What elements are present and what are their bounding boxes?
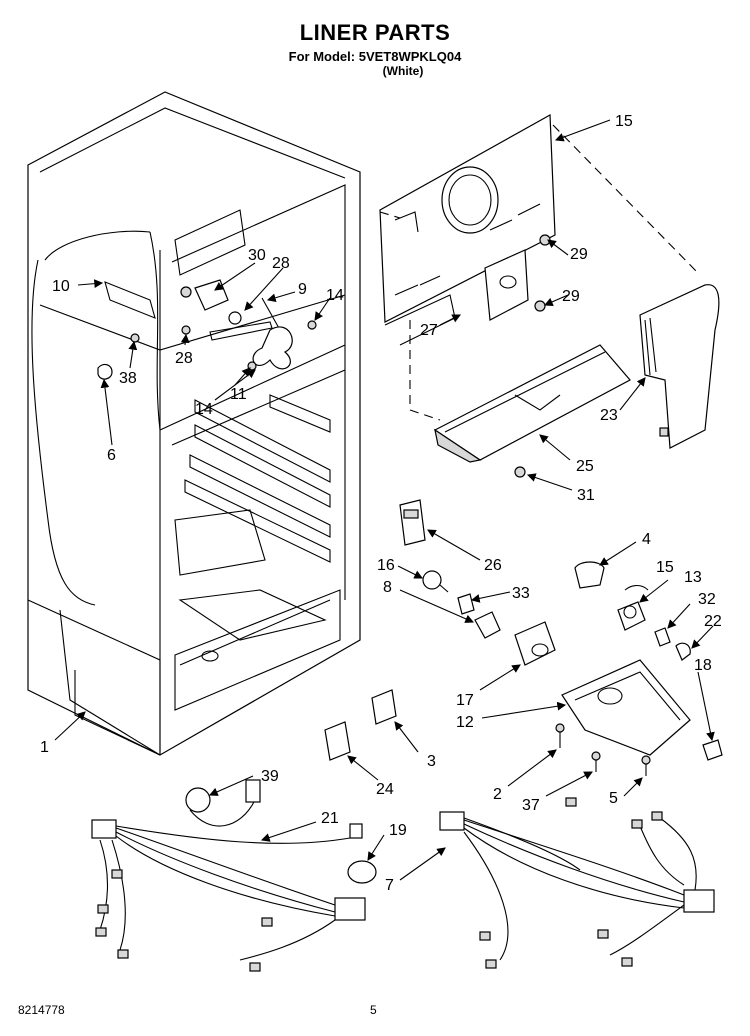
callout-9: 9 (298, 281, 307, 298)
callout-39: 39 (261, 768, 279, 785)
wire-harness-right (439, 797, 715, 969)
wire-harness-left (91, 779, 377, 972)
callout-16: 15 (615, 113, 633, 130)
page-number: 5 (370, 1003, 377, 1017)
callout-38: 38 (119, 370, 137, 387)
callout-32: 32 (698, 591, 716, 608)
callout-5: 5 (609, 790, 618, 807)
callout-23: 23 (600, 407, 618, 424)
leader-lines (54, 119, 715, 881)
callout-1: 1 (40, 739, 49, 756)
callout-14: 14 (326, 287, 344, 304)
callout-21: 21 (321, 810, 339, 827)
assembly-line (379, 211, 401, 219)
callout-18: 17 (456, 692, 474, 709)
callout-24: 24 (376, 781, 394, 798)
callout-6: 6 (107, 447, 116, 464)
light-shield (433, 344, 631, 478)
callout-11: 11 (230, 386, 247, 403)
cabinet-liner (27, 91, 361, 756)
callout-4: 4 (642, 531, 651, 548)
callout-19: 18 (694, 657, 712, 674)
model-number: For Model: 5VET8WPKLQ04 (288, 49, 462, 64)
callout-22: 22 (704, 613, 722, 630)
callout-31: 31 (577, 487, 595, 504)
callout-3: 3 (427, 753, 436, 770)
evaporator-cover (379, 114, 556, 346)
callout-12: 12 (456, 714, 474, 731)
air-duct (639, 284, 720, 449)
page-title: LINER PARTS (299, 20, 451, 45)
callout-20: 19 (389, 822, 407, 839)
callout-33: 33 (512, 585, 530, 602)
callout-26: 26 (484, 557, 502, 574)
callout-29: 29 (562, 288, 580, 305)
callout-labels: 15 30 28 9 10 14 29 29 27 38 28 6 11 14 … (40, 113, 722, 894)
callout-7: 7 (385, 877, 394, 894)
model-color: (White) (382, 64, 424, 78)
assembly-line (552, 124, 701, 276)
callout-8: 8 (383, 579, 392, 596)
callout-10: 10 (52, 278, 70, 295)
callout-30: 30 (248, 247, 266, 264)
assembly-line (409, 320, 441, 421)
callout-27: 27 (420, 322, 438, 339)
callout-29: 29 (570, 246, 588, 263)
callout-14: 14 (195, 401, 213, 418)
callout-28: 28 (272, 255, 290, 272)
callout-17: 16 (377, 557, 395, 574)
callout-13: 13 (684, 569, 702, 586)
callout-25: 25 (576, 458, 594, 475)
callout-28: 28 (175, 350, 193, 367)
electrical-components (324, 499, 723, 776)
callout-15: 15 (656, 559, 674, 576)
fan-motor-assembly (97, 279, 317, 380)
callout-2: 2 (493, 786, 502, 803)
document-number: 8214778 (18, 1003, 65, 1017)
callout-37: 37 (522, 797, 540, 814)
